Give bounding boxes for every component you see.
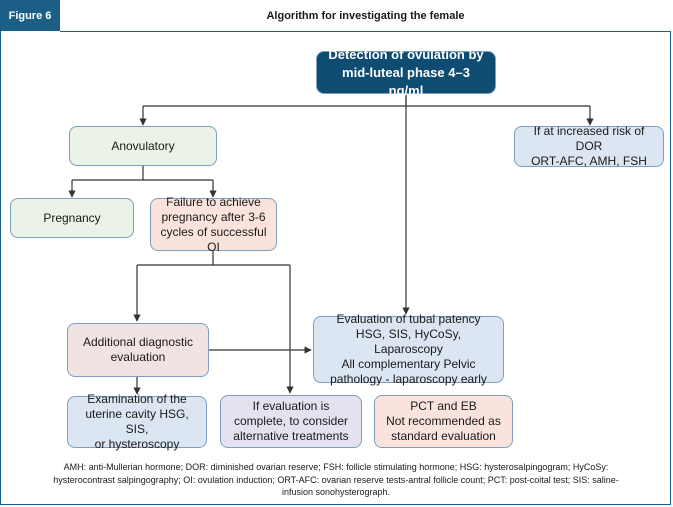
figure-label: Figure 6 xyxy=(0,0,60,31)
abbreviations-footnote: AMH: anti-Mullerian hormone; DOR: dimini… xyxy=(53,462,619,497)
pct-eb-node: PCT and EB Not recommended as standard e… xyxy=(374,395,513,448)
evaluation-complete-node: If evaluation is complete, to consider a… xyxy=(220,395,362,448)
figure-title: Algorithm for investigating the female xyxy=(266,9,465,22)
dor-risk-node: If at increased risk of DOR ORT-AFC, AMH… xyxy=(514,124,664,168)
pregnancy-node: Pregnancy xyxy=(10,198,134,238)
additional-diagnostic-node: Additional diagnostic evaluation xyxy=(67,323,209,377)
failure-node: Failure to achieve pregnancy after 3-6 c… xyxy=(150,195,277,254)
uterine-cavity-node: Examination of the uterine cavity HSG, S… xyxy=(67,392,207,451)
anovulatory-node: Anovulatory xyxy=(69,126,217,166)
tubal-patency-node: Evaluation of tubal patency HSG, SIS, Hy… xyxy=(313,312,504,386)
figure-header: Figure 6 Algorithm for investigating the… xyxy=(0,0,671,31)
header-divider xyxy=(60,31,671,32)
ovulation-detection-node: Detection of ovulation by mid-luteal pha… xyxy=(316,47,496,98)
